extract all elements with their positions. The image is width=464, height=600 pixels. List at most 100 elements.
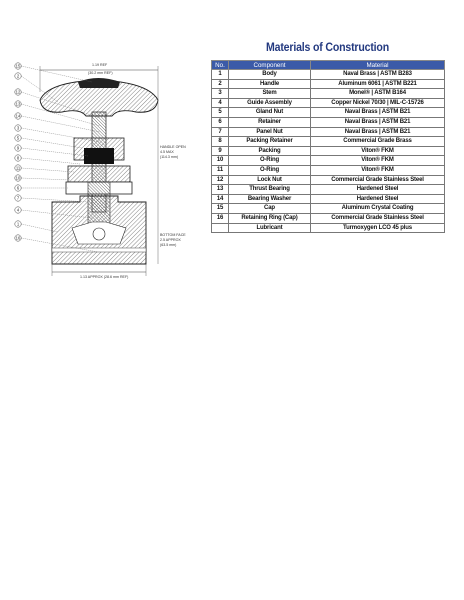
callout-leader	[21, 167, 75, 173]
bottom-dimension: 1.13 APPROX (28.6 mm REF)	[51, 264, 147, 279]
cell-no: 9	[211, 145, 229, 157]
cell-component: O-Ring	[228, 164, 311, 176]
cell-component: Packing Retainer	[228, 136, 311, 147]
valve-drawing-svg: 1.19 REF (30.2 mm REF) HANDLE OPEN 4.5 M…	[14, 62, 186, 279]
cell-no: 13	[211, 184, 229, 195]
cell-component: Gland Nut	[228, 107, 311, 118]
cell-material: Copper Nickel 70/30 | MIL-C-15726	[310, 97, 445, 109]
cell-material: Naval Brass | ASTM B21	[310, 126, 445, 138]
materials-table-header: No. Component Material	[211, 60, 445, 70]
callout-number: 1	[17, 221, 20, 226]
cell-no: 15	[211, 203, 229, 214]
callout-number: 14	[16, 113, 21, 118]
cell-component: Handle	[228, 78, 311, 90]
cell-material: Viton® FKM	[310, 164, 445, 176]
callout-number: 15	[16, 63, 21, 68]
cell-material: Commercial Grade Stainless Steel	[310, 212, 445, 224]
top-width-dimension-label: 1.19 REF	[92, 63, 108, 67]
cell-material: Commercial Grade Stainless Steel	[310, 174, 445, 186]
callout-number: 4	[17, 207, 20, 212]
bottom-face-dimension-label: BOTTOM FACE	[160, 233, 186, 237]
callout-number: 7	[17, 195, 20, 200]
cap-shape	[78, 78, 120, 88]
header-component: Component	[228, 60, 311, 70]
top-dimension: 1.19 REF (30.2 mm REF)	[39, 63, 159, 92]
valve-cross-section-drawing: 1.19 REF (30.2 mm REF) HANDLE OPEN 4.5 M…	[8, 52, 204, 284]
cell-component: Panel Nut	[228, 126, 311, 138]
cell-component: Bearing Washer	[228, 193, 311, 205]
callout-leader	[21, 177, 71, 181]
callout-number: 5	[17, 135, 20, 140]
cell-material: Naval Brass | ASTM B21	[310, 107, 445, 118]
callout-number: 2	[17, 73, 20, 78]
callout-number: 13	[16, 101, 21, 106]
cell-no: 5	[211, 107, 229, 118]
handle-open-dimension-value: 4.5 MAX	[160, 150, 174, 154]
callout-leader	[21, 237, 99, 253]
cell-component: Retainer	[228, 116, 311, 128]
cell-no: 14	[211, 193, 229, 205]
cell-material: Viton® FKM	[310, 155, 445, 166]
cell-material: Naval Brass | ASTM B21	[310, 116, 445, 128]
cell-material: Aluminum Crystal Coating	[310, 203, 445, 214]
right-dimensions: HANDLE OPEN 4.5 MAX (114.3 mm) BOTTOM FA…	[157, 92, 186, 264]
base-width-dimension-label: 1.13 APPROX (28.6 mm REF)	[80, 275, 128, 279]
header-no: No.	[211, 60, 229, 70]
cell-component: O-Ring	[228, 155, 311, 166]
cell-no: 16	[211, 212, 229, 224]
callout-number: 9	[17, 145, 20, 150]
top-width-dimension-metric: (30.2 mm REF)	[88, 71, 113, 75]
callout-number: 3	[17, 125, 20, 130]
retainer-shape	[67, 165, 131, 183]
cell-material: Commercial Grade Brass	[310, 136, 445, 147]
cell-no: 4	[211, 97, 229, 109]
callout-leader	[21, 115, 101, 133]
callout-leader	[21, 223, 59, 233]
cell-component: Cap	[228, 203, 311, 214]
handle-open-dimension-label: HANDLE OPEN	[160, 145, 186, 149]
header-material: Material	[310, 60, 445, 70]
callout-number: 11	[16, 165, 21, 170]
bottom-face-dimension-value: 2.5 APPROX	[160, 238, 181, 242]
cell-no: 8	[211, 136, 229, 147]
cell-no: 11	[211, 164, 229, 176]
callout-leader	[21, 137, 83, 149]
cell-material: Hardened Steel	[310, 184, 445, 195]
cell-material: Monel® | ASTM B164	[310, 88, 445, 99]
cell-material: Aluminum 6061 | ASTM B221	[310, 78, 445, 90]
callout-number: 16	[16, 235, 21, 240]
callout-leader	[21, 65, 93, 83]
callout-leader	[21, 127, 101, 143]
packing-shape	[84, 148, 114, 164]
cell-no: 3	[211, 88, 229, 99]
callout-leader	[21, 103, 101, 127]
cell-component: Packing	[228, 145, 311, 157]
cell-component: Thrust Bearing	[228, 184, 311, 195]
cell-component: Guide Assembly	[228, 97, 311, 109]
cell-no: 2	[211, 78, 229, 90]
callout-leader	[21, 157, 81, 165]
cell-component: Body	[228, 69, 311, 80]
callout-number: 12	[16, 89, 21, 94]
cell-no: 1	[211, 69, 229, 80]
cell-no	[211, 222, 229, 234]
callout-leader	[21, 91, 101, 119]
cell-material: Turmoxygen LCO 45 plus	[310, 222, 445, 234]
cell-no: 6	[211, 116, 229, 128]
callout-number: 6	[17, 185, 20, 190]
cell-component: Lubricant	[228, 222, 311, 234]
materials-title: Materials of Construction	[266, 42, 389, 54]
